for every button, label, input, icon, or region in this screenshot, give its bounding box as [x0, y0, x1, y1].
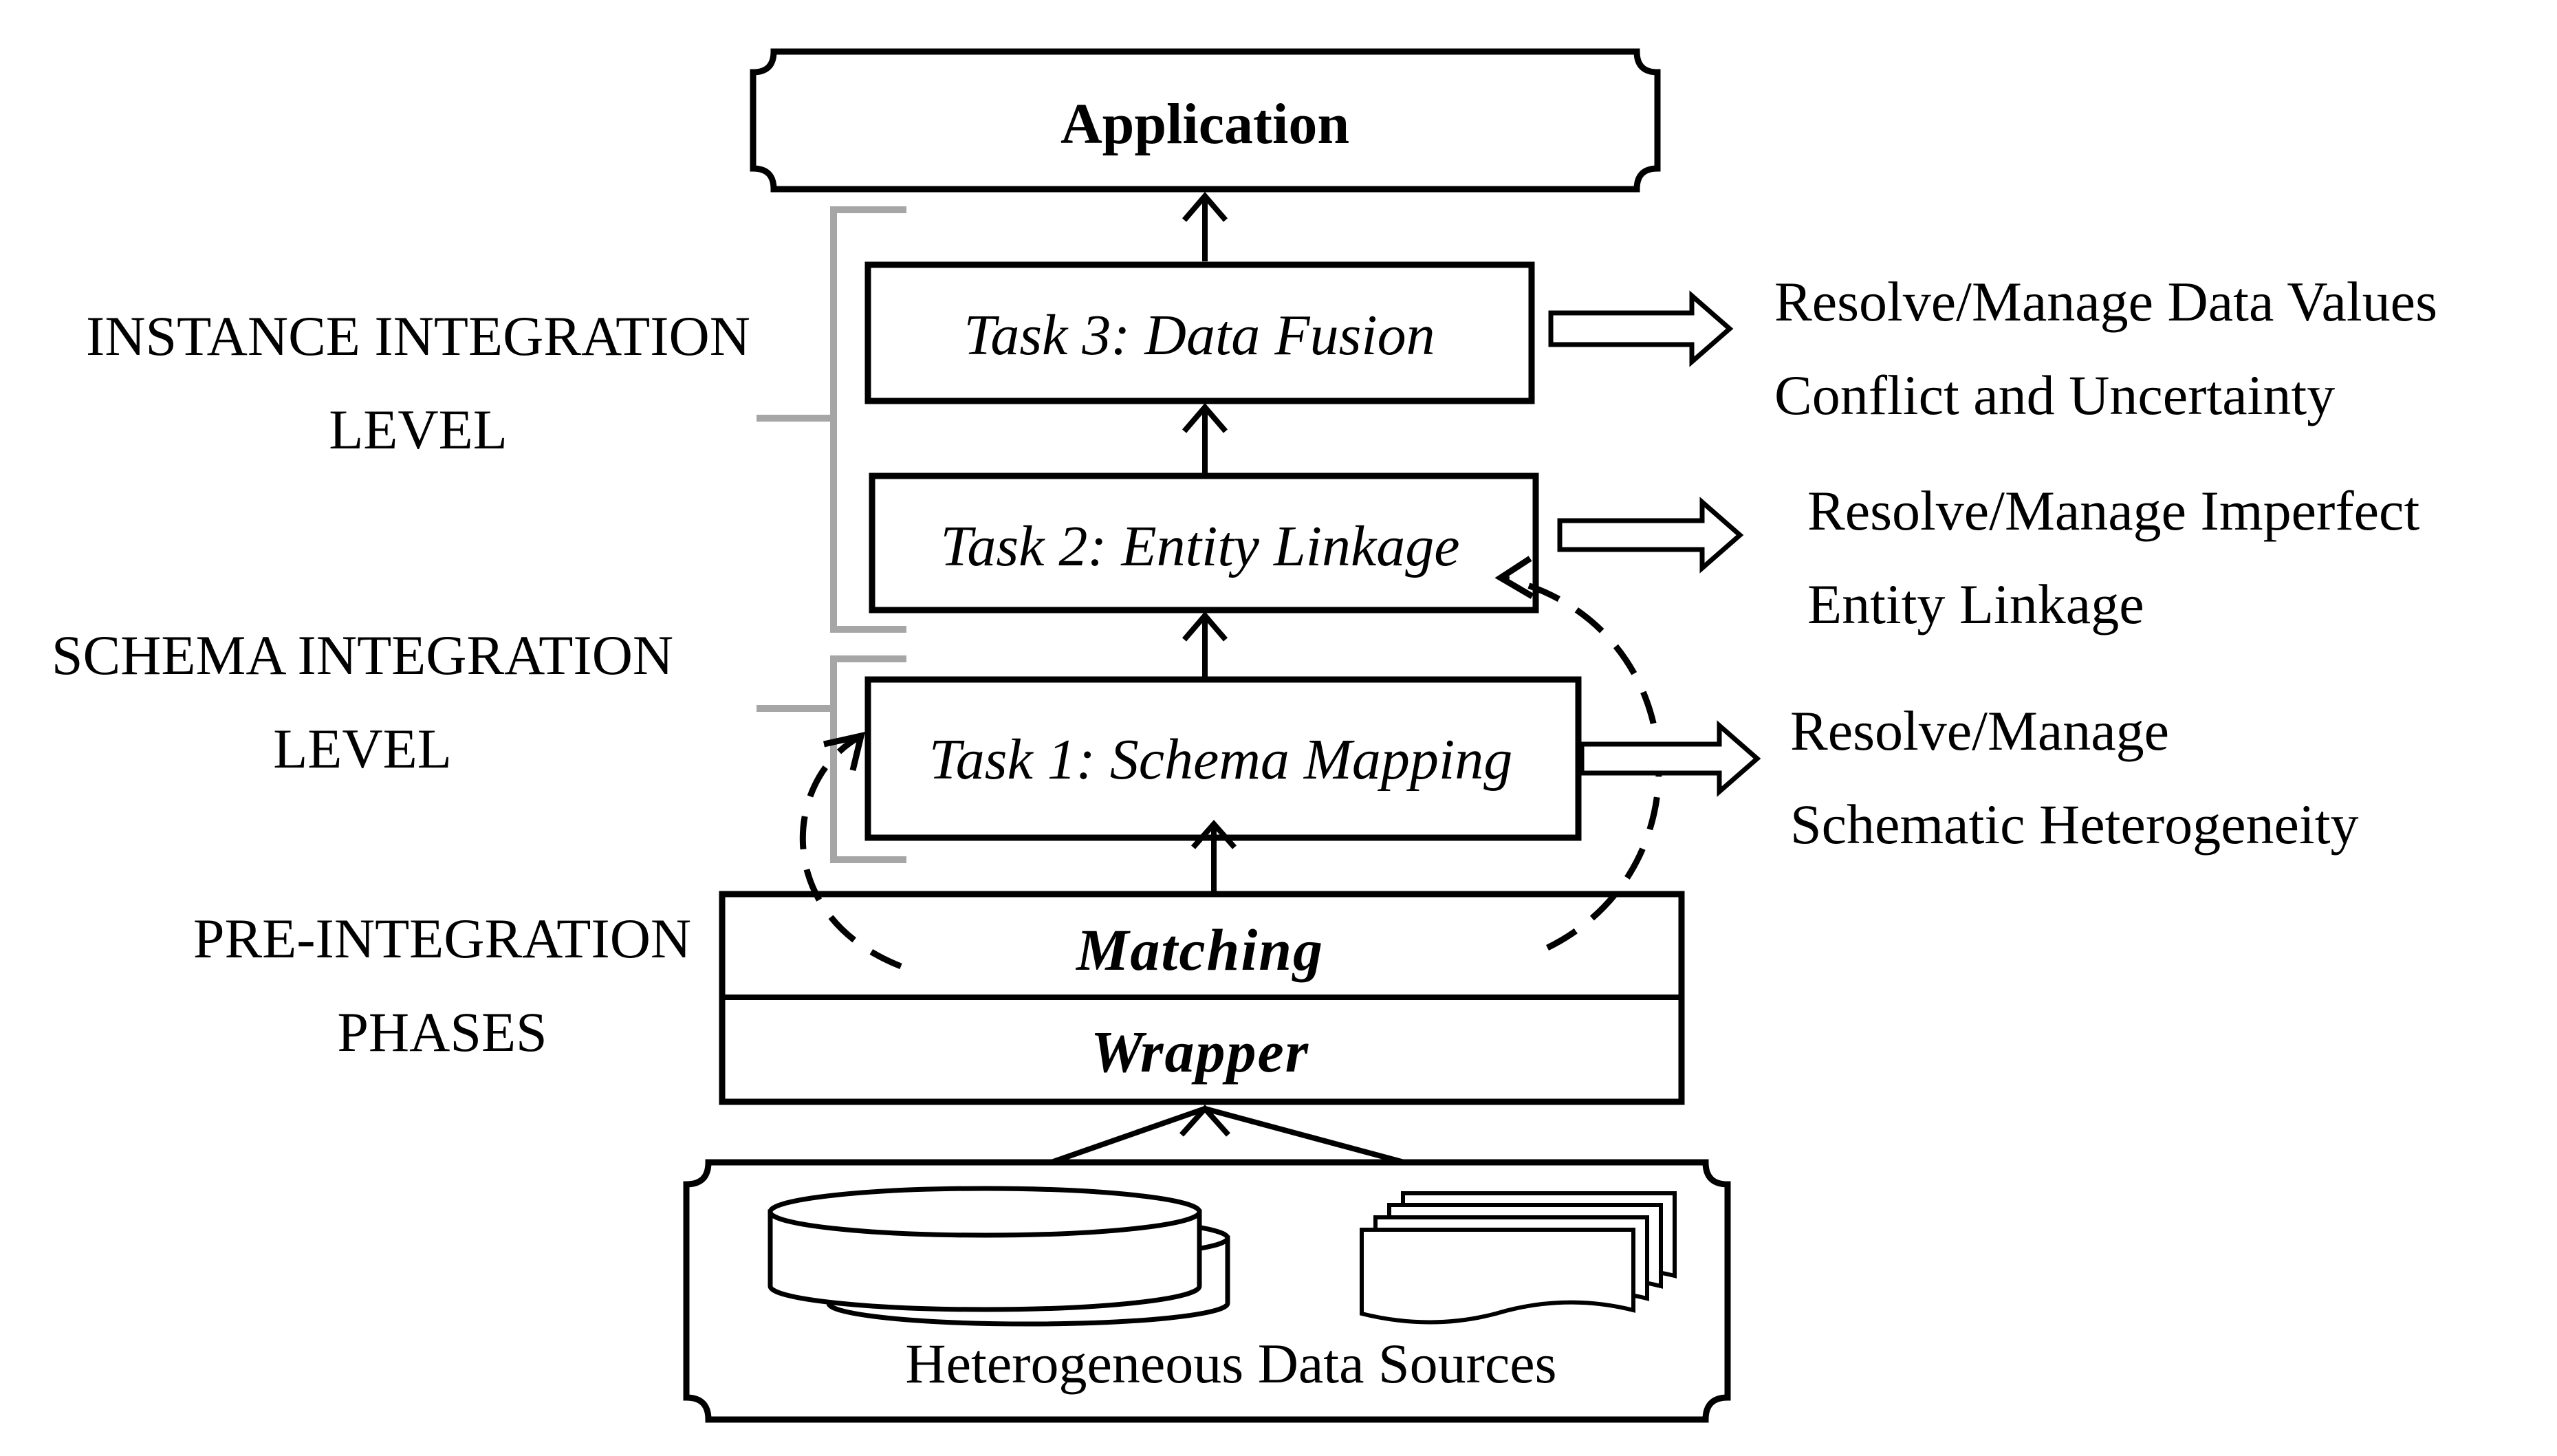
outcome-task2-label: Resolve/Manage Imperfect Entity Linkage — [1807, 479, 2419, 635]
outcome-task2-line2: Entity Linkage — [1807, 573, 2144, 635]
pre-integration-line2: PHASES — [337, 1001, 547, 1063]
schema-level-line1: SCHEMA INTEGRATION — [52, 624, 673, 686]
outcome-task2-line1: Resolve/Manage Imperfect — [1807, 479, 2419, 542]
task1-block: Task 1: Schema Mapping — [864, 676, 1582, 841]
task3-block: Task 3: Data Fusion — [864, 261, 1535, 404]
pre-integration-label: PRE-INTEGRATION PHASES — [193, 907, 691, 1063]
arrow-task2-to-task3 — [1182, 402, 1228, 475]
task1-label: Task 1: Schema Mapping — [929, 728, 1513, 792]
instance-level-label: INSTANCE INTEGRATION LEVEL — [86, 305, 750, 461]
outcome-arrow-task2 — [1557, 497, 1744, 574]
arrow-task3-to-application — [1182, 191, 1228, 261]
application-box — [750, 48, 1661, 193]
schema-level-line2: LEVEL — [273, 717, 452, 780]
instance-level-line1: INSTANCE INTEGRATION — [86, 305, 750, 367]
arrow-task1-to-task2 — [1182, 611, 1228, 677]
task2-label: Task 2: Entity Linkage — [940, 514, 1459, 578]
application-block: Application — [750, 48, 1661, 193]
outcome-arrow-task1 — [1579, 720, 1761, 797]
task1-box — [864, 676, 1582, 841]
outcome-task3-line1: Resolve/Manage Data Values — [1774, 270, 2437, 333]
task2-box — [869, 472, 1539, 613]
matching-label: Matching — [1075, 917, 1324, 983]
data-sources-block: Heterogeneous Data Sources — [683, 1159, 1731, 1423]
outcome-arrow-task3 — [1548, 290, 1734, 367]
outcome-task3-label: Resolve/Manage Data Values Conflict and … — [1774, 270, 2437, 426]
documents-icon — [1360, 1191, 1677, 1325]
pre-integration-line1: PRE-INTEGRATION — [193, 907, 691, 970]
task3-box — [864, 261, 1535, 404]
application-label: Application — [1060, 92, 1349, 156]
schema-level-label: SCHEMA INTEGRATION LEVEL — [52, 624, 673, 780]
outcome-task3-line2: Conflict and Uncertainty — [1774, 364, 2335, 426]
arrow-matching-to-task1 — [1191, 819, 1237, 894]
task3-label: Task 3: Data Fusion — [964, 303, 1435, 367]
schema-level-bracket — [757, 655, 906, 863]
wrapper-label: Wrapper — [1091, 1019, 1309, 1085]
feedback-loop-dashed-path — [799, 733, 902, 970]
instance-level-line2: LEVEL — [329, 398, 508, 461]
database-icon — [768, 1186, 1230, 1327]
data-sources-label: Heterogeneous Data Sources — [905, 1332, 1556, 1395]
outcome-task1-label: Resolve/Manage Schematic Heterogeneity — [1790, 699, 2359, 856]
pre-integration-stack: Matching Wrapper — [719, 891, 1685, 1105]
outcome-task1-line1: Resolve/Manage — [1790, 699, 2169, 762]
outcome-task1-line2: Schematic Heterogeneity — [1790, 793, 2359, 856]
task2-block: Task 2: Entity Linkage — [869, 472, 1539, 613]
instance-level-bracket — [757, 206, 906, 633]
